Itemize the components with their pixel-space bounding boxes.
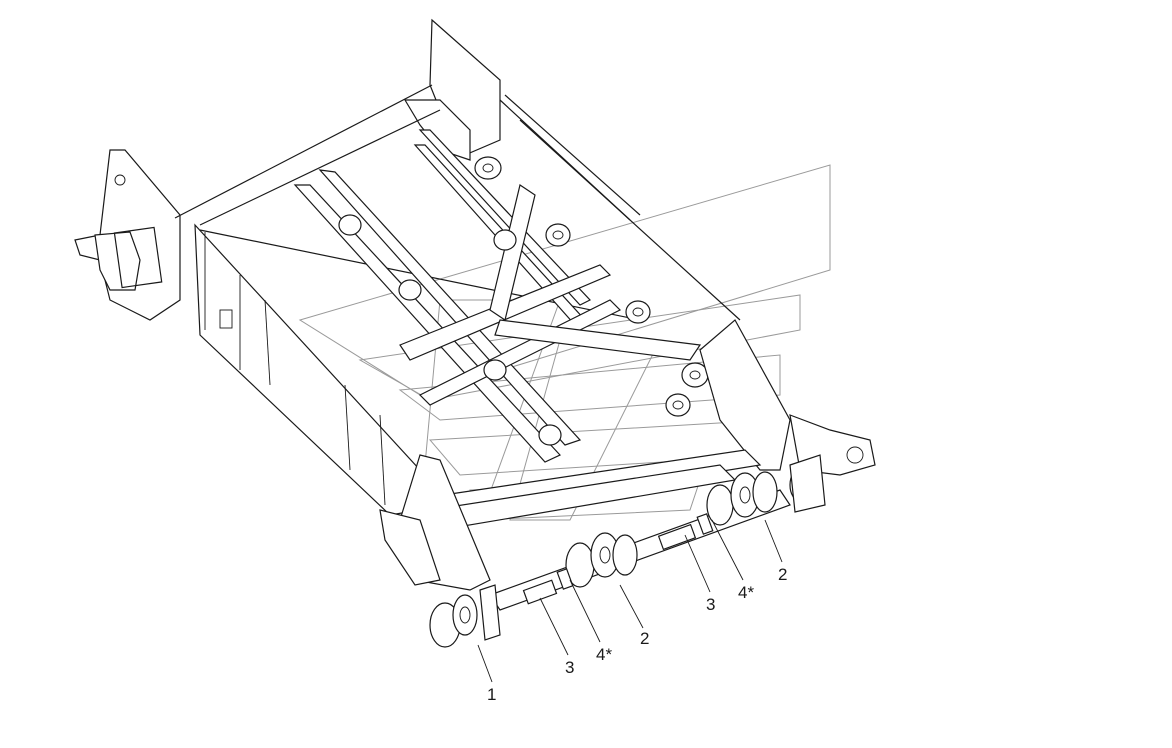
leader-4a	[569, 579, 601, 643]
callout-4-right: 4*	[738, 583, 754, 602]
callout-3-left: 3	[565, 658, 574, 677]
leader-2a	[619, 584, 644, 629]
frame-assembly	[74, 18, 876, 591]
callout-3-right: 3	[706, 595, 715, 614]
callout-labels: 1 2 2 3 3 4* 4*	[487, 565, 787, 704]
callout-2-middle: 2	[640, 629, 649, 648]
leader-3a	[539, 597, 569, 656]
callout-2-right: 2	[778, 565, 787, 584]
leader-lines	[477, 519, 783, 683]
shaft-assembly	[429, 454, 826, 648]
leader-4b	[711, 519, 744, 581]
leader-3b	[684, 534, 711, 593]
roller-group	[338, 156, 709, 446]
callout-4-left: 4*	[596, 645, 612, 664]
leader-2b	[764, 519, 783, 563]
leader-1	[477, 644, 493, 683]
callout-1: 1	[487, 685, 496, 704]
